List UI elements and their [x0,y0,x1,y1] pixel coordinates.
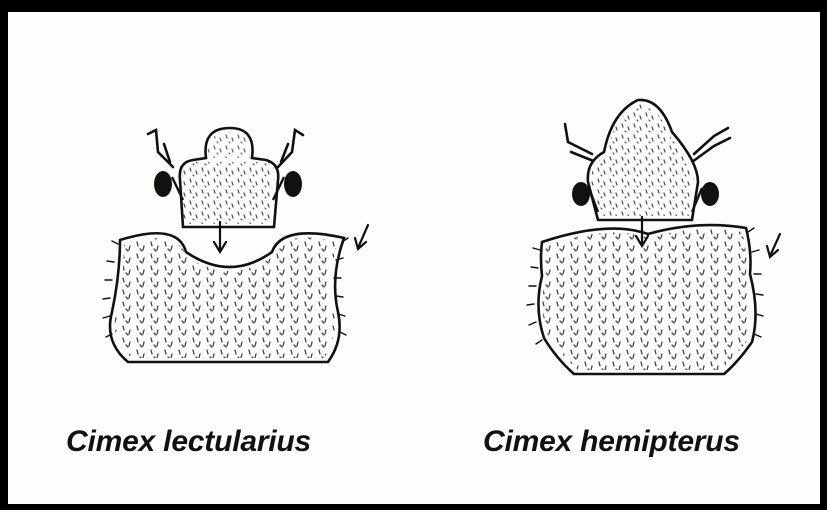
specimen-hemipterus [527,100,780,374]
figure-frame: Cimex lectularius Cimex hemipterus [8,12,820,504]
eye-icon [284,171,302,197]
eye-icon [701,182,719,206]
eye-icon [572,182,590,206]
arrow-pointer-icon [767,234,780,257]
caption-cimex-lectularius: Cimex lectularius [66,425,311,459]
eye-icon [154,171,172,197]
arrow-pointer-icon [355,225,368,249]
specimen-lectularius [103,128,368,362]
caption-cimex-hemipterus: Cimex hemipterus [483,425,740,459]
